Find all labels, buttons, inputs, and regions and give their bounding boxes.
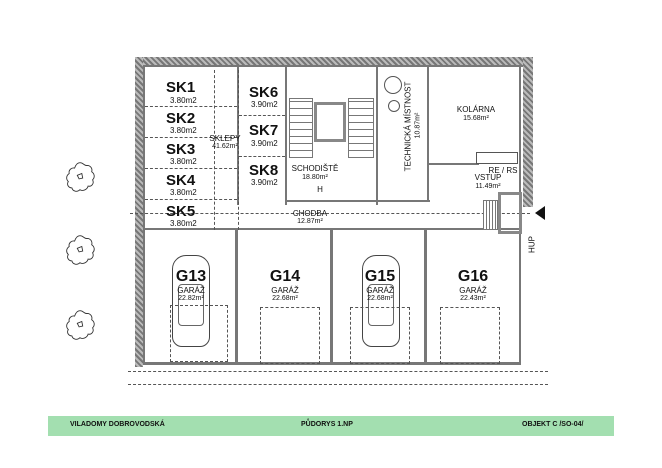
entrance-area: 11.49m² — [475, 183, 501, 190]
staircase-steps — [289, 98, 313, 158]
gas-main-label: HUP — [527, 236, 537, 253]
cellar-area: 3.80m2 — [170, 96, 197, 105]
cellars-group-name: SKLEPY — [209, 134, 241, 143]
staircase-area: 18.80m² — [302, 174, 328, 181]
garage-area: 22.43m² — [460, 295, 486, 302]
cellar-area: 3.90m2 — [251, 178, 278, 187]
garage-name: GARÁŽ — [366, 286, 394, 295]
garage-name: GARÁŽ — [459, 286, 487, 295]
drawing-title: PŮDORYS 1.NP — [301, 421, 353, 428]
entrance-vestibule — [498, 192, 522, 234]
project-name: VILADOMY DOBROVODSKÁ — [70, 421, 165, 428]
cellar-label: SK1 — [166, 79, 196, 96]
tree-icon — [66, 235, 95, 265]
hydrant-marker: H — [317, 185, 323, 194]
cellars-group-area: 41.62m² — [212, 143, 238, 150]
technical-room-name: TECHNICKÁ MÍSTNOST — [403, 81, 413, 172]
cellar-area: 3.80m2 — [170, 126, 197, 135]
title-block: VILADOMY DOBROVODSKÁ PŮDORYS 1.NP OBJEKT… — [48, 416, 614, 436]
garage-area: 22.82m² — [178, 295, 204, 302]
technical-room-area: 10.87m² — [414, 112, 422, 139]
staircase-name: SCHODIŠTĚ — [291, 164, 339, 173]
cellar-area: 3.80m2 — [170, 219, 197, 228]
cellar-area: 3.80m2 — [170, 188, 197, 197]
cellar-label: SK7 — [249, 122, 279, 139]
garage-label: G16 — [457, 268, 489, 285]
tree-icon — [66, 162, 95, 192]
garage-label: G14 — [269, 268, 301, 285]
tank-icon — [388, 100, 400, 112]
cellar-area: 3.80m2 — [170, 157, 197, 166]
garage-label: G13 — [175, 268, 207, 285]
entrance-name: VSTUP — [474, 173, 502, 182]
object-id: OBJEKT C /SO-04/ — [522, 421, 584, 428]
cellar-label: SK8 — [249, 162, 279, 179]
meter-label: RE / RS — [488, 166, 518, 175]
corridor-area: 12.87m² — [297, 218, 323, 225]
garage-area: 22.68m² — [367, 295, 393, 302]
garage-area: 22.68m² — [272, 295, 298, 302]
cellar-area: 3.90m2 — [251, 139, 278, 148]
entrance-steps — [483, 200, 498, 230]
cellar-label: SK4 — [166, 172, 196, 189]
garage-label: G15 — [364, 268, 396, 285]
staircase-steps — [348, 98, 374, 158]
corridor-name: CHODBA — [292, 209, 328, 218]
entrance-arrow-icon — [535, 206, 545, 220]
garage-name: GARÁŽ — [271, 286, 299, 295]
tree-icon — [66, 310, 95, 340]
bike-room-area: 15.68m² — [463, 115, 489, 122]
cellar-label: SK6 — [249, 84, 279, 101]
elevator-shaft — [314, 102, 346, 142]
cellar-area: 3.90m2 — [251, 100, 278, 109]
cellar-label: SK5 — [166, 203, 196, 220]
bike-room-name: KOLÁRNA — [456, 105, 496, 114]
meter-cabinet — [476, 152, 518, 164]
cellar-label: SK2 — [166, 110, 196, 127]
cellar-label: SK3 — [166, 141, 196, 158]
boiler-icon — [384, 76, 402, 94]
car-icon — [362, 255, 400, 347]
garage-name: GARÁŽ — [177, 286, 205, 295]
